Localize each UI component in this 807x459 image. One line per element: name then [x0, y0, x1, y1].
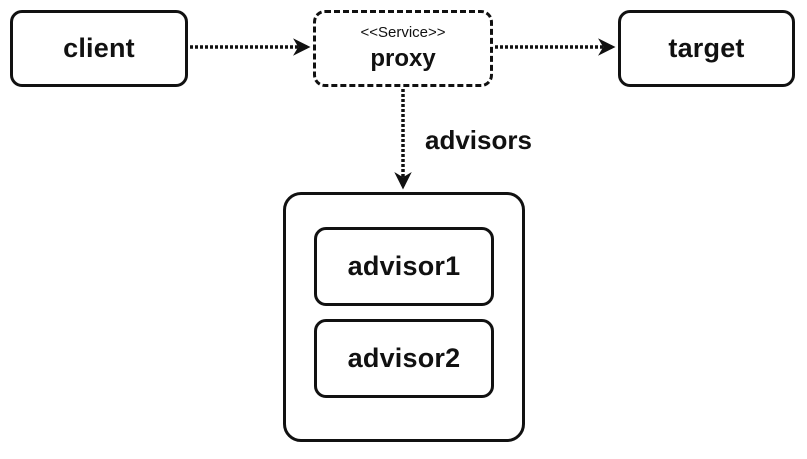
advisor1-node: advisor1: [314, 227, 494, 306]
advisor1-label: advisor1: [347, 251, 461, 281]
client-label: client: [63, 33, 135, 63]
proxy-label: proxy: [370, 45, 436, 72]
proxy-stereotype: <<Service>>: [360, 24, 446, 41]
advisors-edge-label: advisors: [425, 125, 532, 155]
advisor2-label: advisor2: [347, 343, 461, 373]
target-label: target: [668, 33, 745, 63]
client-node: client: [10, 10, 188, 87]
proxy-node: <<Service>> proxy: [313, 10, 493, 87]
advisor2-node: advisor2: [314, 319, 494, 398]
target-node: target: [618, 10, 795, 87]
